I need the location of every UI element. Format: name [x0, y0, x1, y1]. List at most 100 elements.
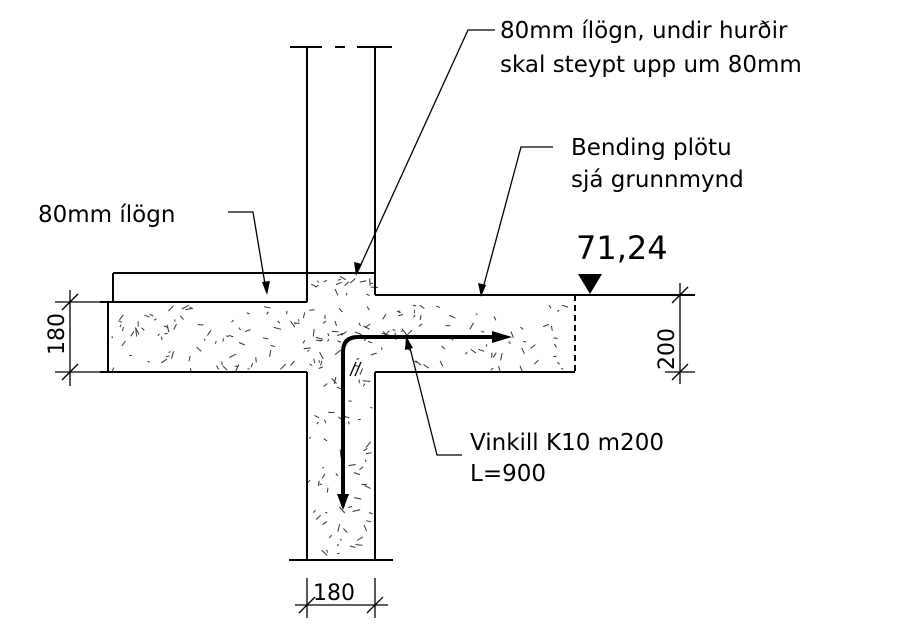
hatch-speck: [363, 447, 368, 452]
hatch-speck: [338, 307, 343, 313]
hatch-speck: [508, 341, 511, 345]
rebar-angle: [337, 331, 512, 510]
hatch-speck: [303, 347, 311, 350]
hatch-speck: [144, 314, 150, 318]
hatch-speck: [147, 360, 150, 363]
floor-slab: [100, 294, 695, 373]
hatch-speck: [164, 332, 168, 335]
hatch-speck: [229, 353, 237, 358]
hatch-speck: [357, 418, 361, 421]
hatch-speck: [366, 306, 370, 311]
hatch-speck: [318, 480, 320, 487]
hatch-speck: [337, 524, 341, 532]
hatch-speck: [335, 281, 342, 286]
hatch-speck: [322, 521, 328, 526]
leader-lines: [228, 29, 553, 456]
hatch-speck: [406, 329, 413, 336]
hatch-speck: [337, 340, 341, 343]
hatch-speck: [400, 329, 404, 333]
hatch-speck: [188, 355, 191, 362]
hatch-speck: [548, 304, 552, 309]
hatch-speck: [396, 310, 401, 313]
hatch-speck: [345, 292, 348, 296]
hatch-speck: [363, 325, 370, 330]
hatch-speck: [121, 326, 124, 332]
hatch-speck: [370, 352, 377, 356]
hatch-speck: [336, 552, 340, 555]
hatch-speck: [309, 309, 315, 311]
hatch-speck: [419, 315, 422, 320]
hatch-speck: [349, 545, 356, 548]
hatch-speck: [355, 544, 363, 546]
top-note-line2: skal steypt upp um 80mm: [500, 52, 802, 78]
hatch-speck: [121, 340, 126, 347]
hatch-speck: [542, 323, 549, 328]
hatch-speck: [141, 327, 145, 331]
level-marker: [578, 274, 602, 294]
hatch-speck: [352, 509, 361, 512]
hatch-speck: [313, 509, 316, 513]
hatch-speck: [179, 315, 184, 320]
hatch-speck: [397, 313, 404, 317]
hatch-speck: [336, 543, 339, 547]
hatch-speck: [222, 338, 225, 342]
dimension-right: [665, 283, 695, 384]
hatch-speck: [362, 383, 366, 387]
hatch-speck: [325, 511, 328, 514]
hatch-speck: [309, 363, 313, 366]
hatch-speck: [335, 473, 339, 476]
hatch-speck: [521, 347, 525, 355]
lower-wall: [289, 372, 393, 561]
hatch-speck: [498, 365, 501, 371]
hatch-speck: [334, 349, 342, 355]
hatch-speck: [244, 329, 251, 332]
hatch-speck: [216, 365, 219, 370]
hatch-speck: [309, 436, 312, 439]
hatch-speck: [370, 406, 373, 409]
hatch-speck: [331, 377, 337, 384]
hatch-speck: [166, 324, 170, 333]
hatch-speck: [266, 311, 269, 315]
hatch-speck: [314, 414, 320, 419]
hatch-speck: [319, 483, 323, 486]
hatch-speck: [315, 284, 319, 288]
hatch-speck: [322, 320, 327, 324]
hatch-speck: [339, 275, 347, 281]
hatch-speck: [493, 316, 497, 321]
dim-bottom-value: 180: [313, 581, 355, 606]
hatch-speck: [168, 305, 174, 312]
hatch-speck: [327, 333, 330, 337]
hatch-speck: [348, 464, 356, 467]
hatch-speck: [354, 497, 362, 500]
hatch-speck: [134, 327, 140, 335]
hatch-speck: [316, 421, 319, 425]
dimension-left: [55, 290, 100, 386]
hatch-speck: [392, 329, 396, 331]
hatch-speck: [270, 344, 276, 348]
hatch-speck: [365, 452, 372, 455]
hatch-speck: [414, 360, 418, 364]
hatch-speck: [119, 324, 122, 328]
hatch-speck: [214, 341, 217, 344]
hatch-speck: [119, 314, 124, 321]
hatch-speck: [362, 380, 371, 382]
hatch-speck: [185, 307, 194, 311]
hatch-speck: [326, 549, 328, 553]
hatch-speck: [323, 438, 328, 442]
hatch-speck: [358, 322, 361, 327]
hatch-speck: [423, 364, 430, 369]
hatch-speck: [562, 304, 569, 308]
hatch-speck: [465, 351, 468, 355]
hatch-speck: [165, 355, 170, 358]
hatch-speck: [364, 485, 371, 489]
hatch-speck: [448, 314, 456, 319]
hatch-speck: [361, 483, 368, 486]
hatch-speck: [339, 506, 346, 514]
hatch-speck: [328, 534, 333, 539]
hatch-speck: [382, 313, 387, 320]
hatch-speck: [323, 279, 328, 283]
hatch-speck: [160, 336, 163, 341]
hatch-speck: [469, 322, 474, 330]
hatch-speck: [297, 319, 300, 322]
hatch-speck: [327, 339, 330, 342]
